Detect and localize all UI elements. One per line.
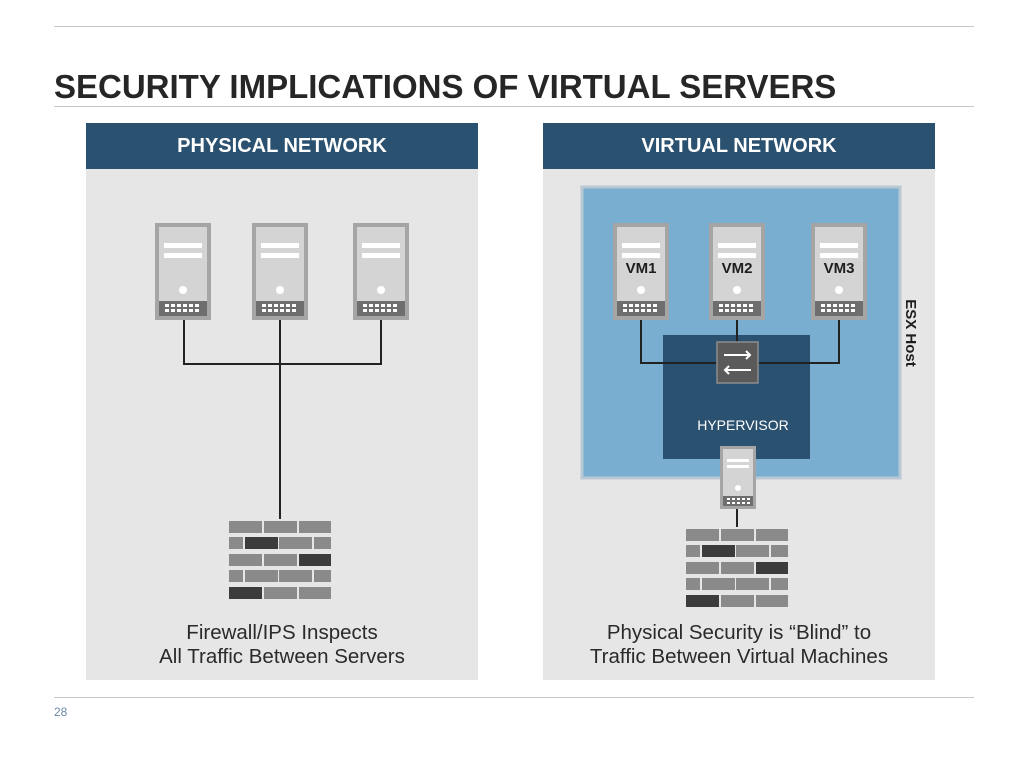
server-icon (720, 446, 756, 509)
server-icon (353, 223, 409, 320)
title-underline (54, 106, 974, 107)
vm-label: VM3 (824, 260, 855, 277)
physical-caption-line2: All Traffic Between Servers (159, 645, 405, 668)
physical-caption-line1: Firewall/IPS Inspects (186, 621, 378, 644)
page-title: SECURITY IMPLICATIONS OF VIRTUAL SERVERS (54, 68, 837, 105)
virtual-caption-line2: Traffic Between Virtual Machines (589, 645, 889, 668)
virtual-network-diagram: VM1 VM2 VM3 HYPERVISOR ESX Host (580, 185, 919, 611)
physical-network-diagram (155, 223, 409, 603)
virtual-connections (640, 320, 840, 527)
firewall-icon (227, 519, 333, 603)
firewall-icon (684, 527, 790, 611)
physical-network-header: PHYSICAL NETWORK (86, 123, 478, 169)
server-icon (252, 223, 308, 320)
physical-connections (183, 320, 382, 519)
vm-label: VM2 (722, 260, 753, 277)
switch-icon (716, 341, 759, 384)
server-icon (155, 223, 211, 320)
page-number: 28 (54, 705, 68, 719)
virtual-caption: Physical Security is “Blind” to Traffic … (543, 621, 935, 669)
top-rule (54, 26, 974, 27)
hypervisor-label: HYPERVISOR (697, 417, 789, 433)
physical-caption: Firewall/IPS Inspects All Traffic Betwee… (86, 621, 478, 669)
virtual-caption-line1: Physical Security is “Blind” to (606, 621, 872, 644)
physical-network-panel: PHYSICAL NETWORK (86, 123, 478, 680)
footer-rule (54, 697, 974, 698)
esx-host-label: ESX Host (902, 299, 919, 367)
virtual-network-header: VIRTUAL NETWORK (543, 123, 935, 169)
vm-label: VM1 (626, 260, 657, 277)
virtual-network-panel: VIRTUAL NETWORK (543, 123, 935, 680)
